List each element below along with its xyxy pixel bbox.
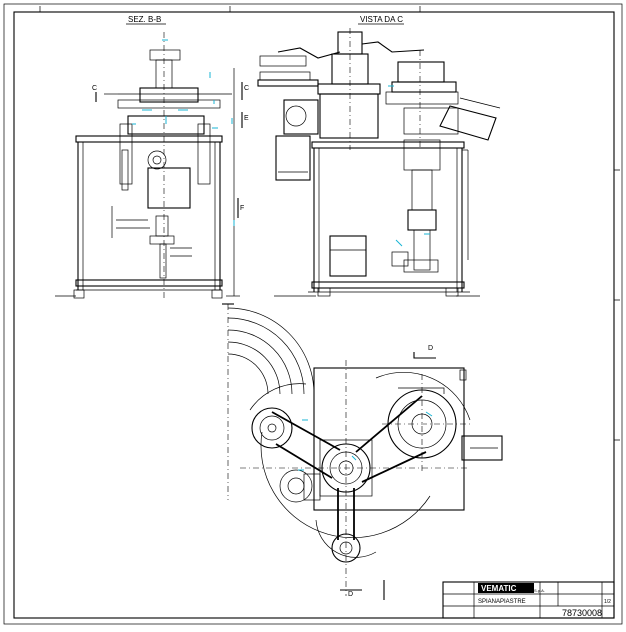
section-mark-c-right: C [244,85,249,92]
company-suffix: S.p.A. [534,588,545,593]
section-b-b-label: SEZ. B-B [128,15,161,24]
view-from-c: VISTA DA C [257,15,501,297]
sheet-number: 1/2 [604,599,611,605]
drawing-number: 78730008 [562,608,602,618]
zone-ticks [39,6,620,441]
inner-border [13,11,615,619]
section-mark-e: E [244,115,249,122]
company-logo-bg [478,583,534,593]
section-mark-c-left: C [92,85,97,92]
section-mark-d-top: D [428,345,433,352]
section-mark-f: F [240,205,244,212]
outer-border [3,3,623,625]
section-mark-d-bottom: D [348,591,353,598]
view-c-label: VISTA DA C [360,15,403,24]
title-block: VEMATIC S.p.A. SPIANAPIASTRE 78730008 1/… [442,581,615,619]
company-name: VEMATIC [481,584,517,593]
drawing-description: SPIANAPIASTRE [478,599,526,605]
section-b-b-view: SEZ. B-B [55,15,249,300]
plan-view: D D [222,303,503,600]
